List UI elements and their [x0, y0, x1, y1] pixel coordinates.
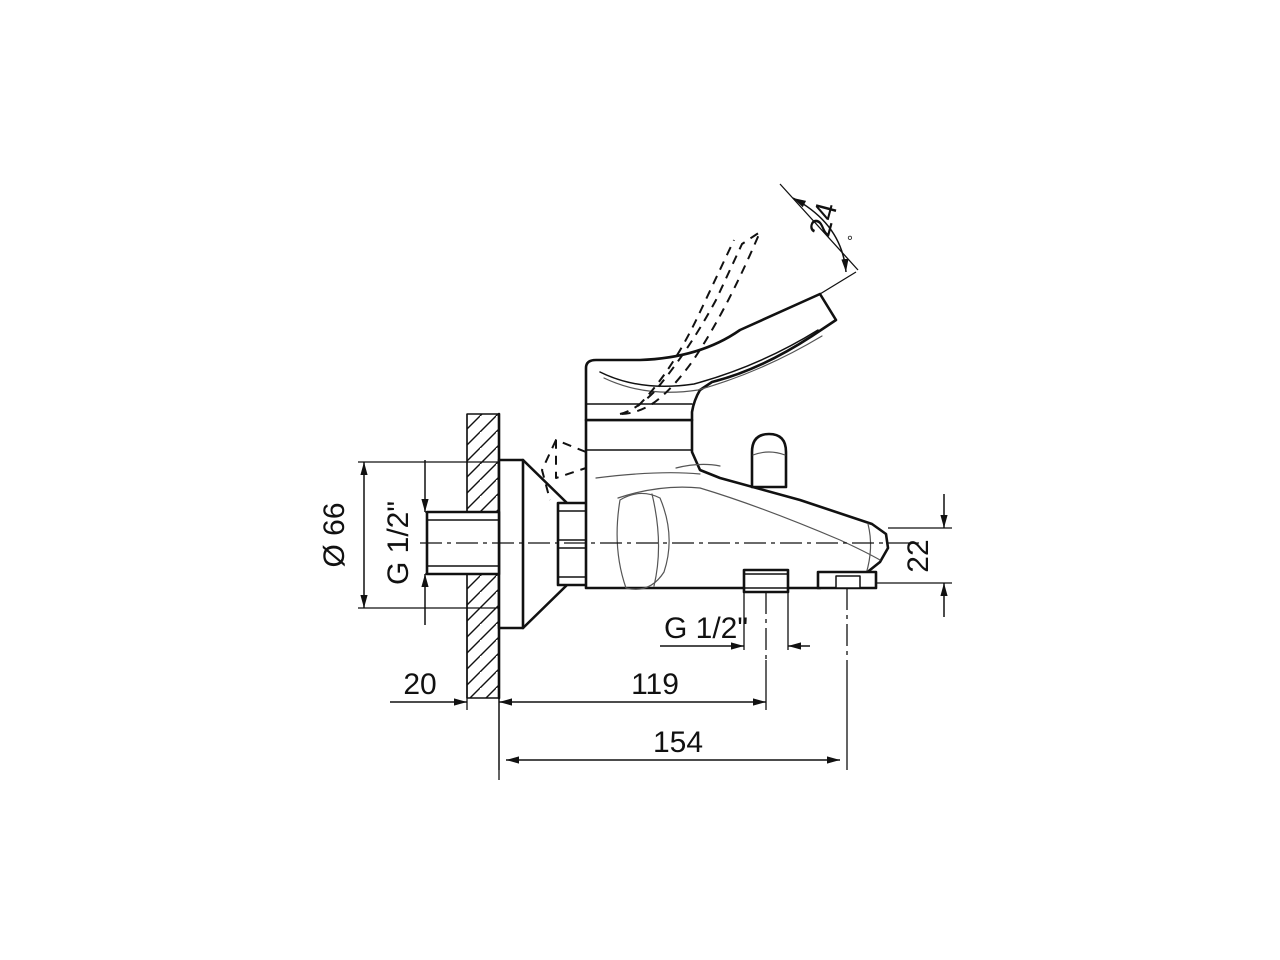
dimension-label-inlet-thread: G 1/2"	[382, 501, 415, 585]
mixer-body	[584, 418, 890, 590]
dimension-overall-projection: 154	[498, 660, 848, 770]
diverter-knob	[750, 432, 788, 489]
dimension-spout-projection: 119	[498, 660, 767, 710]
lever-handle	[584, 292, 838, 422]
dimension-inlet-thread: G 1/2"	[382, 460, 499, 625]
aerator	[816, 570, 878, 590]
dimension-unit-degree: °	[845, 234, 863, 244]
lever-handle-raised-position	[541, 231, 761, 501]
dimension-label-escutcheon-diameter: Ø 66	[318, 502, 351, 567]
dimension-label-wall-offset: 20	[403, 668, 436, 701]
dimension-wall-offset: 20	[390, 600, 500, 780]
dimension-label-outlet-height: 22	[902, 539, 935, 572]
dimension-outlet-height: 22	[876, 494, 952, 617]
dimension-label-spout-projection: 119	[631, 668, 679, 701]
dimension-label-overall-projection: 154	[653, 726, 703, 759]
dimension-handle-angle: 24 °	[779, 183, 863, 295]
dimension-outlet-thread: G 1/2"	[660, 592, 810, 650]
dimension-label-outlet-thread: G 1/2"	[664, 612, 748, 645]
dimension-label-handle-angle: 24	[804, 199, 845, 240]
dimension-escutcheon-diameter: Ø 66	[318, 461, 500, 609]
shower-outlet-thread	[742, 568, 848, 660]
